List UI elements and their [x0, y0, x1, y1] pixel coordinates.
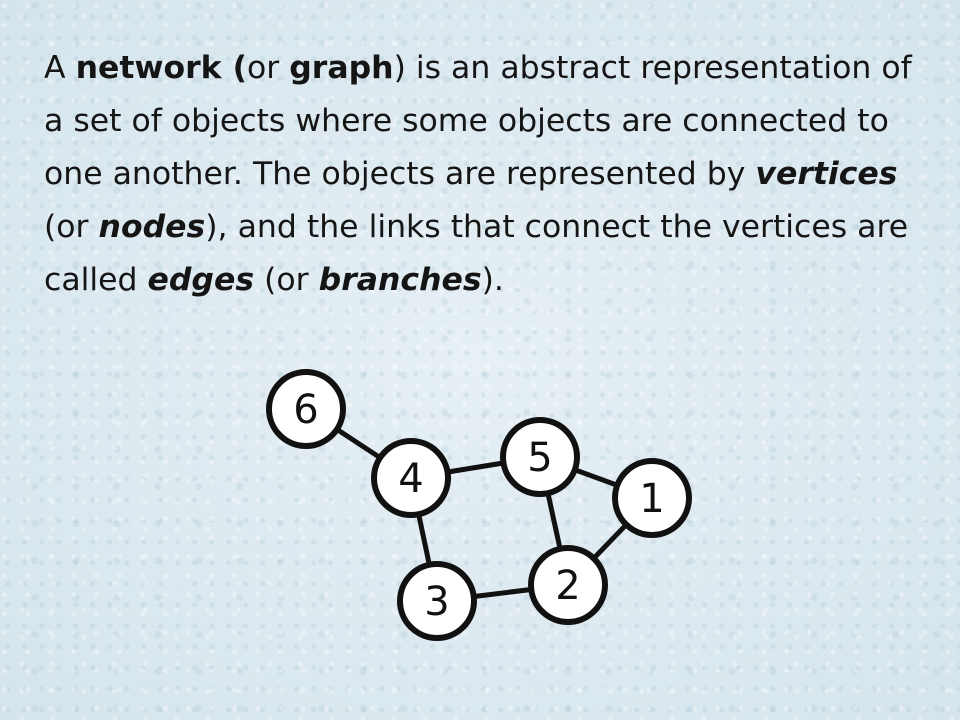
node-4: 4: [371, 438, 451, 518]
node-5: 5: [500, 417, 580, 497]
paragraph-text-run: ) is an abstract representation of a set…: [44, 50, 912, 192]
node-label: 1: [639, 476, 664, 522]
node-1: 1: [612, 458, 692, 538]
paragraph-text-run: ), and the links that connect the vertic…: [44, 209, 909, 298]
node-circle: [612, 458, 692, 538]
paragraph-text-run: A: [44, 50, 76, 86]
node-circle: [397, 561, 477, 641]
paragraph-text-run: network (: [75, 50, 247, 86]
node-label: 3: [424, 579, 449, 625]
node-3: 3: [397, 561, 477, 641]
paragraph-text-run: or: [247, 50, 290, 86]
node-circle: [500, 417, 580, 497]
node-2: 2: [528, 545, 608, 625]
paragraph-text-run: edges: [147, 262, 255, 298]
node-label: 2: [555, 563, 580, 609]
paragraph-text-run: (or: [254, 262, 319, 298]
node-6: 6: [266, 369, 346, 449]
definition-paragraph: A network (or graph) is an abstract repr…: [44, 42, 934, 307]
paragraph-text-run: branches: [318, 262, 482, 298]
nodes-layer: 6 4 5 1 3 2: [266, 369, 692, 641]
paragraph-text-run: ).: [481, 262, 504, 298]
paragraph-text-run: (or: [44, 209, 99, 245]
node-circle: [528, 545, 608, 625]
paragraph-text-run: vertices: [755, 156, 898, 192]
node-label: 5: [527, 435, 552, 481]
node-label: 6: [293, 387, 318, 433]
node-circle: [371, 438, 451, 518]
paragraph-text-run: graph: [289, 50, 394, 86]
node-label: 4: [398, 456, 423, 502]
paragraph-text-run: nodes: [98, 209, 206, 245]
node-circle: [266, 369, 346, 449]
